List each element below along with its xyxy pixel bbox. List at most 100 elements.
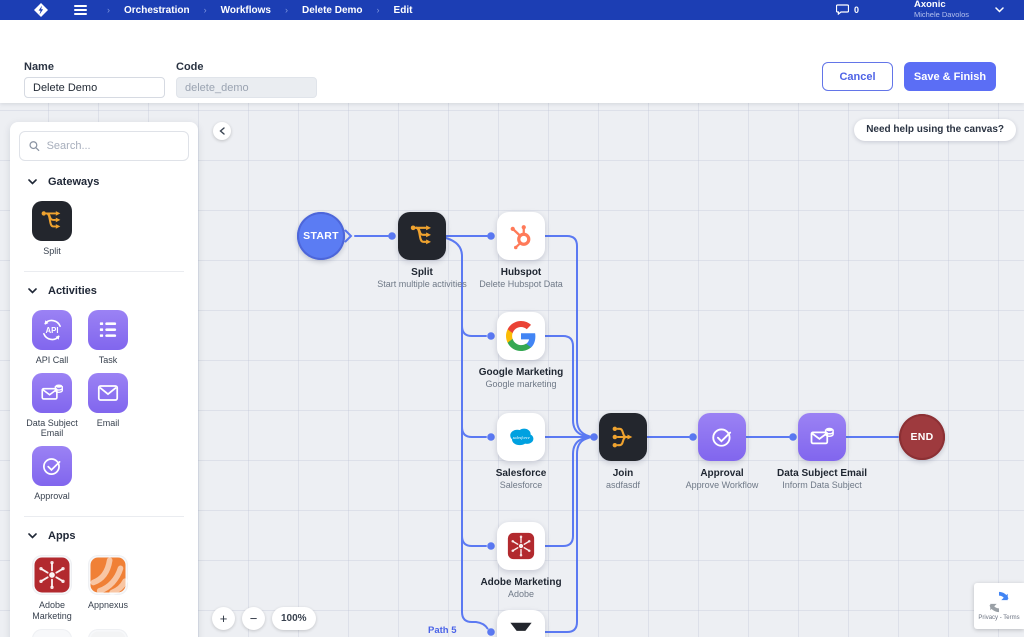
breadcrumb-item[interactable]: Workflows — [220, 4, 271, 16]
user-menu[interactable]: Axonic Michele Davolos — [914, 0, 969, 20]
section-label: Activities — [48, 284, 97, 297]
palette-item-data-subject-email[interactable]: Data Subject Email — [24, 372, 80, 440]
palette-item-label: Email — [96, 417, 120, 428]
chevron-left-icon — [219, 127, 225, 135]
palette-item-approval[interactable]: Approval — [24, 446, 80, 502]
svg-text:API: API — [46, 326, 59, 335]
comments-icon — [835, 4, 849, 16]
section-label: Apps — [48, 529, 76, 542]
canvas-node-partial[interactable] — [497, 610, 545, 637]
palette-item-label: Approval — [34, 491, 70, 502]
breadcrumb: › Orchestration › Workflows › Delete Demo › Edi… — [105, 5, 424, 16]
name-label: Name — [24, 61, 54, 73]
breadcrumb-item[interactable]: Edit — [393, 4, 413, 16]
palette-search-input[interactable] — [46, 140, 179, 152]
palette-item-label: Task — [98, 354, 118, 365]
zoom-level[interactable]: 100% — [272, 607, 316, 630]
palette-item-label: Adobe Marketing — [32, 599, 72, 621]
palette-item-comscore[interactable]: Comscore — [24, 628, 80, 637]
section-header-activities[interactable]: Activities — [10, 274, 198, 301]
cancel-button[interactable]: Cancel — [822, 62, 893, 91]
palette-item-api-call[interactable]: API API Call — [24, 309, 80, 366]
breadcrumb-separator-icon: › — [203, 5, 207, 15]
canvas-node-hubspot[interactable] — [497, 212, 545, 260]
palette-item-label: Split — [43, 246, 61, 256]
hubspot-icon — [510, 225, 531, 250]
workflow-edges — [344, 229, 899, 636]
menu-icon[interactable] — [74, 4, 87, 16]
canvas-node-dse[interactable] — [798, 413, 846, 461]
split-icon — [41, 211, 61, 229]
palette-item-email[interactable]: Email — [80, 372, 136, 440]
approval-icon — [43, 458, 61, 476]
recaptcha-icon — [989, 591, 1009, 613]
canvas-node-google[interactable] — [497, 312, 545, 360]
palette-item-label: Appnexus — [87, 599, 129, 610]
approval-icon — [712, 428, 732, 447]
comments-button[interactable]: 0 — [835, 4, 859, 16]
salesforce-icon: salesforce — [510, 428, 534, 446]
canvas-node-start[interactable]: START — [297, 212, 345, 260]
canvas-node-join[interactable] — [599, 413, 647, 461]
chevron-down-icon — [28, 287, 37, 294]
canvas-node-split[interactable] — [398, 212, 446, 260]
zoom-out-button[interactable]: − — [242, 607, 265, 630]
breadcrumb-separator-icon: › — [107, 5, 110, 15]
chevron-down-icon[interactable] — [995, 7, 1004, 13]
split-icon — [410, 225, 431, 245]
section-divider — [24, 515, 184, 517]
canvas-node-adobe[interactable] — [497, 522, 545, 570]
section-header-gateways[interactable]: Gateways — [10, 165, 198, 192]
canvas-node-salesforce[interactable]: salesforce — [497, 413, 545, 461]
api-icon: API — [43, 319, 61, 341]
zoom-controls: + − 100% — [212, 607, 316, 630]
zoom-in-button[interactable]: + — [212, 607, 235, 630]
google-icon — [506, 321, 536, 351]
recaptcha-privacy-terms[interactable]: Privacy - Terms — [978, 615, 1020, 621]
save-finish-button[interactable]: Save & Finish — [904, 62, 996, 91]
canvas-help-tooltip[interactable]: Need help using the canvas? — [854, 119, 1016, 141]
code-label: Code — [176, 61, 204, 73]
appnexus-icon — [90, 557, 128, 595]
task-icon — [99, 322, 117, 337]
palette-item-label: API Call — [35, 354, 69, 365]
recaptcha-badge[interactable]: Privacy - Terms — [974, 583, 1024, 629]
collapse-sidebar-button[interactable] — [213, 122, 231, 140]
partial-icon — [510, 622, 532, 631]
breadcrumb-separator-icon: › — [284, 5, 288, 15]
canvas-node-approval[interactable] — [698, 413, 746, 461]
palette-item-dataxu[interactable]: dataxu Dataxu — [80, 628, 136, 637]
breadcrumb-item[interactable]: Delete Demo — [301, 4, 363, 16]
path-label: Path 5 — [428, 625, 457, 636]
palette-item-task[interactable]: Task — [80, 309, 136, 366]
palette-item-split[interactable]: Split — [24, 201, 80, 257]
chevron-down-icon — [28, 179, 37, 185]
section-divider — [24, 270, 184, 272]
search-icon — [29, 141, 40, 152]
section-header-apps[interactable]: Apps — [10, 519, 198, 546]
name-input[interactable] — [24, 77, 165, 98]
dse-icon — [810, 427, 834, 445]
workflow-toolbar: Name Code Cancel Save & Finish — [0, 20, 1024, 103]
palette-grid-gateways: Split — [10, 192, 198, 269]
palette-search[interactable] — [19, 131, 189, 161]
svg-text:salesforce: salesforce — [513, 435, 530, 440]
breadcrumb-item[interactable]: Orchestration — [124, 4, 190, 16]
code-input — [176, 77, 317, 98]
user-name: Michele Davolos — [913, 10, 969, 20]
join-icon — [612, 426, 633, 448]
palette-item-adobe-marketing[interactable]: Adobe Marketing — [24, 554, 80, 622]
palette-item-appnexus[interactable]: Appnexus — [80, 554, 136, 622]
breadcrumb-separator-icon: › — [376, 5, 380, 15]
dataxu-icon: dataxu — [90, 631, 126, 637]
chevron-down-icon — [28, 533, 37, 539]
app-logo-icon[interactable] — [34, 3, 48, 17]
adobe-icon — [507, 532, 535, 560]
dse-icon — [41, 384, 63, 400]
palette-grid-apps: Adobe Marketing Appnexus Comscoredataxu … — [10, 546, 198, 637]
palette-grid-activities: API API Call Task Data Subject Email Ema… — [10, 301, 198, 514]
canvas-node-end[interactable]: END — [899, 414, 945, 460]
email-icon — [97, 384, 119, 401]
